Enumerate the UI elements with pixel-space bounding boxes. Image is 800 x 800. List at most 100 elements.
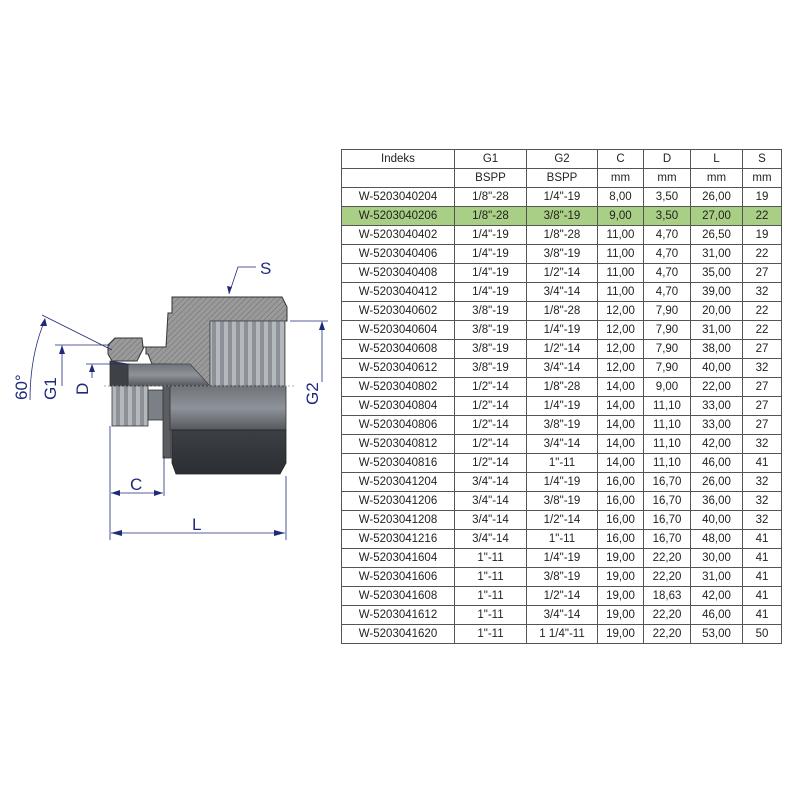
cell-c: 8,00 bbox=[597, 187, 644, 207]
cell-index: W-5203040608 bbox=[341, 339, 455, 359]
cell-d: 3,50 bbox=[643, 187, 691, 207]
cell-c: 11,00 bbox=[597, 263, 644, 283]
cell-g2: 1/4"-19 bbox=[526, 320, 598, 340]
cell-index: W-5203041620 bbox=[341, 624, 455, 644]
cell-c: 16,00 bbox=[597, 510, 644, 530]
cell-d: 7,90 bbox=[643, 320, 691, 340]
cell-c: 12,00 bbox=[597, 339, 644, 359]
cell-index: W-5203040816 bbox=[341, 453, 455, 473]
cell-l: L bbox=[690, 149, 743, 169]
cell-l: 20,00 bbox=[690, 301, 743, 321]
cell-index: W-5203041608 bbox=[341, 586, 455, 606]
cell-index: W-5203041204 bbox=[341, 472, 455, 492]
cell-l: 36,00 bbox=[690, 491, 743, 511]
cell-l: 35,00 bbox=[690, 263, 743, 283]
cell-d: 4,70 bbox=[643, 282, 691, 302]
cell-g2: 1/8"-28 bbox=[526, 377, 598, 397]
cell-l: 46,00 bbox=[690, 605, 743, 625]
cell-s: 32 bbox=[742, 358, 782, 378]
cell-g1: 1/4"-19 bbox=[454, 263, 527, 283]
cell-s: 41 bbox=[742, 548, 782, 568]
cell-g1: 1/2"-14 bbox=[454, 377, 527, 397]
cell-c: 11,00 bbox=[597, 282, 644, 302]
cell-index: W-5203041208 bbox=[341, 510, 455, 530]
cell-g2: 1 1/4"-11 bbox=[526, 624, 598, 644]
cell-c: 12,00 bbox=[597, 301, 644, 321]
cell-d: 16,70 bbox=[643, 472, 691, 492]
cell-s: 32 bbox=[742, 434, 782, 454]
cell-s: 41 bbox=[742, 453, 782, 473]
cell-index: W-5203040812 bbox=[341, 434, 455, 454]
cell-c: 12,00 bbox=[597, 358, 644, 378]
external-view bbox=[111, 385, 287, 475]
cell-l: 31,00 bbox=[690, 244, 743, 264]
label-d: D bbox=[73, 383, 92, 395]
cell-g1: 1/4"-19 bbox=[454, 225, 527, 245]
cell-index: W-5203040804 bbox=[341, 396, 455, 416]
cell-s: 50 bbox=[742, 624, 782, 644]
cell-s: 22 bbox=[742, 320, 782, 340]
cell-g2: 1/4"-19 bbox=[526, 548, 598, 568]
cell-g1: 1"-11 bbox=[454, 567, 527, 587]
cell-c: 14,00 bbox=[597, 377, 644, 397]
cell-c: 14,00 bbox=[597, 415, 644, 435]
cell-d: 7,90 bbox=[643, 339, 691, 359]
cell-d: 11,10 bbox=[643, 434, 691, 454]
cell-g2: 3/4"-14 bbox=[526, 605, 598, 625]
cell-index: W-5203040206 bbox=[341, 206, 455, 226]
cell-g1: 3/4"-14 bbox=[454, 491, 527, 511]
cell-index: W-5203041206 bbox=[341, 491, 455, 511]
cell-index: W-5203040604 bbox=[341, 320, 455, 340]
cell-c: 19,00 bbox=[597, 586, 644, 606]
cell-d: 16,70 bbox=[643, 510, 691, 530]
cell-s: mm bbox=[742, 168, 782, 188]
cell-index: W-5203040612 bbox=[341, 358, 455, 378]
cell-d: 11,10 bbox=[643, 415, 691, 435]
cell-l: 48,00 bbox=[690, 529, 743, 549]
cell-g1: 3/4"-14 bbox=[454, 529, 527, 549]
cell-g1: 3/8"-19 bbox=[454, 339, 527, 359]
cell-s: 22 bbox=[742, 244, 782, 264]
cell-l: 27,00 bbox=[690, 206, 743, 226]
cell-l: mm bbox=[690, 168, 743, 188]
cell-d: 4,70 bbox=[643, 244, 691, 264]
label-angle: 60° bbox=[12, 374, 31, 400]
cell-g1: 3/8"-19 bbox=[454, 358, 527, 378]
cell-l: 42,00 bbox=[690, 586, 743, 606]
cell-l: 46,00 bbox=[690, 453, 743, 473]
cell-c: 16,00 bbox=[597, 472, 644, 492]
cell-s: 32 bbox=[742, 282, 782, 302]
cell-l: 26,00 bbox=[690, 472, 743, 492]
cell-g1: 1/8"-28 bbox=[454, 187, 527, 207]
cell-g1: 1/2"-14 bbox=[454, 453, 527, 473]
cell-g2: 1/8"-28 bbox=[526, 301, 598, 321]
cell-g1: BSPP bbox=[454, 168, 527, 188]
cell-d: 7,90 bbox=[643, 301, 691, 321]
cell-g2: 1/2"-14 bbox=[526, 510, 598, 530]
cell-g1: G1 bbox=[454, 149, 527, 169]
cell-c: 11,00 bbox=[597, 225, 644, 245]
cell-c: 19,00 bbox=[597, 567, 644, 587]
cell-l: 53,00 bbox=[690, 624, 743, 644]
cell-index: W-5203040802 bbox=[341, 377, 455, 397]
cell-g1: 1"-11 bbox=[454, 605, 527, 625]
cell-c: 19,00 bbox=[597, 548, 644, 568]
cell-g1: 1/2"-14 bbox=[454, 396, 527, 416]
cell-c: 11,00 bbox=[597, 244, 644, 264]
cell-index: W-5203041604 bbox=[341, 548, 455, 568]
cell-l: 33,00 bbox=[690, 396, 743, 416]
cell-index: Indeks bbox=[341, 149, 455, 169]
cell-s: 22 bbox=[742, 206, 782, 226]
